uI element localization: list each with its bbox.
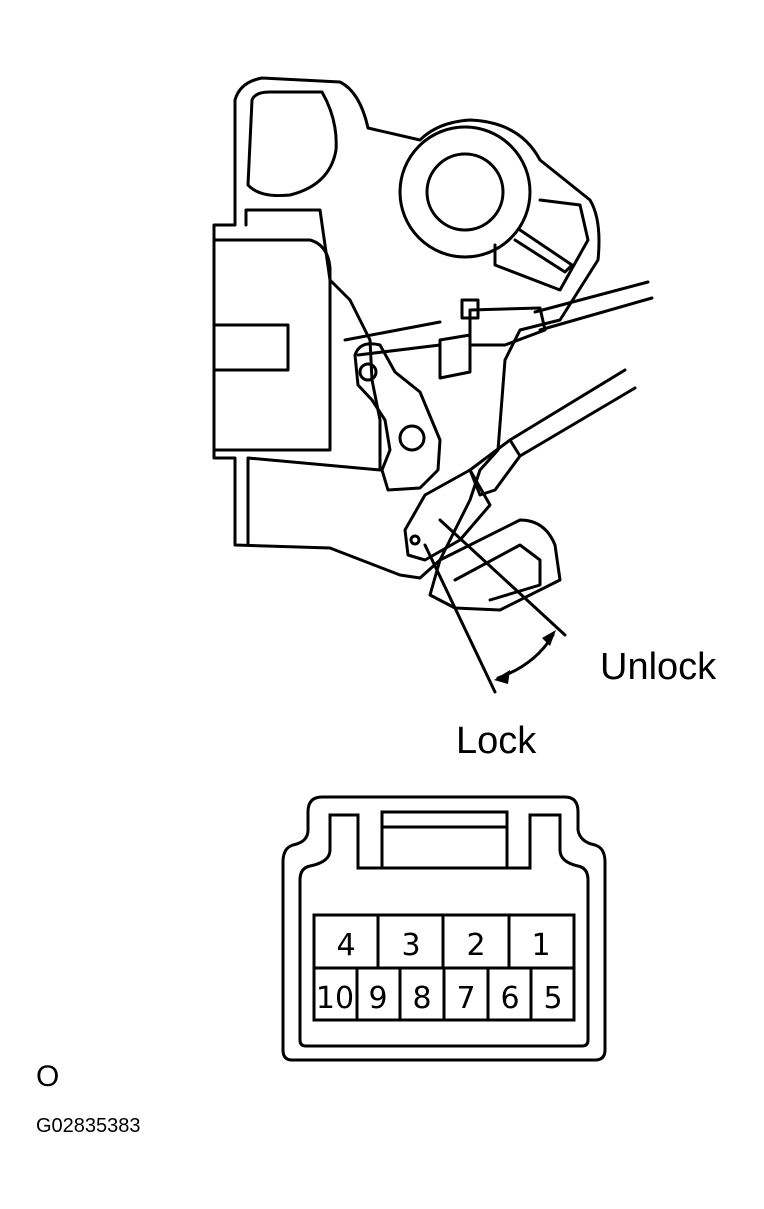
- arc-arrowhead-lock: [494, 670, 510, 684]
- lower-cable: [508, 368, 637, 458]
- unlock-label: Unlock: [600, 646, 717, 688]
- pin-label-3: 3: [401, 928, 420, 963]
- unlock-position-line: [438, 518, 567, 637]
- connector-latch: [380, 810, 509, 870]
- lever-pivot-hole: [358, 362, 378, 382]
- lower-cable-fitting: [468, 438, 522, 497]
- arc-arrowhead-unlock: [542, 630, 556, 646]
- connector-outer-shell: [281, 795, 607, 1062]
- switch-lever: [403, 468, 492, 562]
- pin-label-9: 9: [368, 981, 387, 1016]
- lock-label: Lock: [456, 720, 537, 762]
- lock-position-line: [423, 543, 497, 694]
- lock-body-inner-frame: [244, 208, 382, 547]
- upper-cable: [533, 280, 654, 332]
- left-housing-block: [212, 238, 332, 452]
- right-plate: [493, 198, 590, 292]
- connector-diagram: [281, 795, 607, 1062]
- diagonal-strut: [513, 228, 574, 274]
- motor-outer-ring: [398, 125, 532, 259]
- side-connector-housing: [428, 518, 562, 612]
- connector-inner-shell: [298, 813, 590, 1048]
- figure-code: G02835383: [36, 1115, 141, 1137]
- pin-label-4: 4: [336, 928, 355, 963]
- linkage-rod: [343, 320, 442, 357]
- pin-label-1: 1: [531, 928, 550, 963]
- left-housing-window: [212, 323, 290, 372]
- top-bracket-loop: [246, 90, 338, 197]
- rotation-arc: [496, 633, 555, 680]
- pin-label-8: 8: [412, 981, 431, 1016]
- side-connector-inner: [453, 543, 542, 602]
- lever-center-hole: [398, 424, 426, 452]
- pin-label-6: 6: [500, 981, 519, 1016]
- pin-label-5: 5: [543, 981, 562, 1016]
- switch-pivot: [409, 534, 421, 546]
- upper-cable-fitting: [438, 298, 547, 380]
- motor-inner-ring: [425, 152, 505, 232]
- lock-body-outline: [212, 76, 601, 580]
- lock-lever: [353, 342, 442, 492]
- pin-label-10: 10: [316, 981, 354, 1016]
- pin-label-2: 2: [466, 928, 485, 963]
- view-mark: O: [36, 1060, 60, 1093]
- pin-label-7: 7: [456, 981, 475, 1016]
